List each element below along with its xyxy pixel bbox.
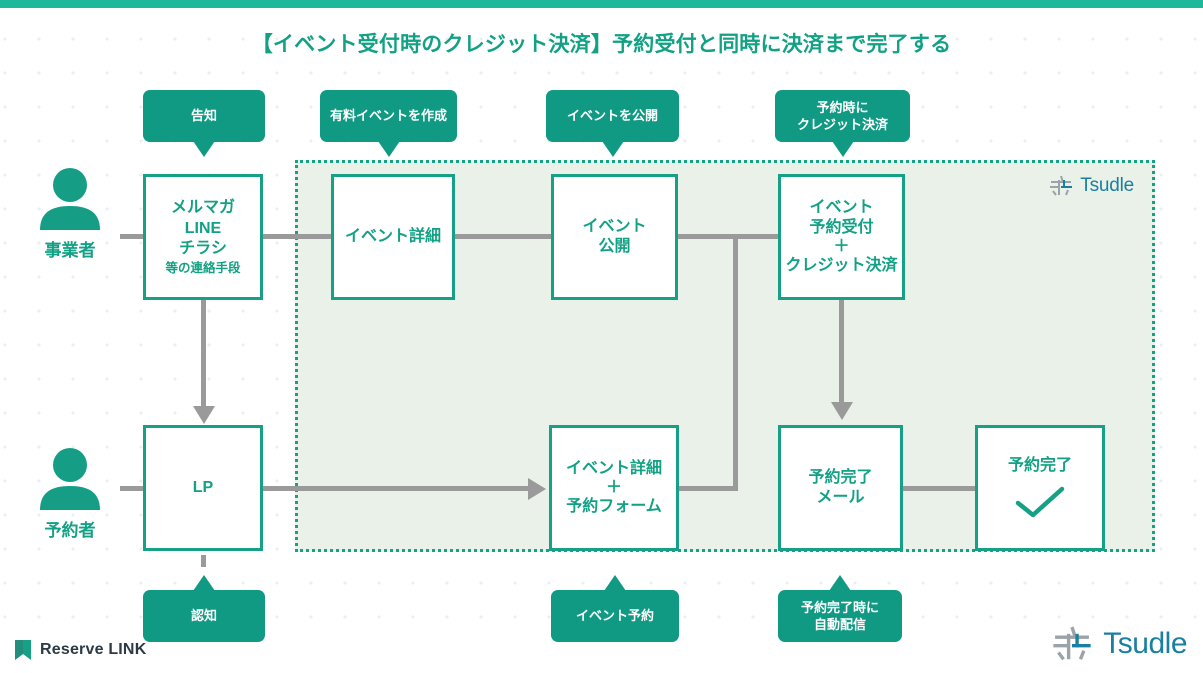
reserve-link-logo: Reserve LINK [14,639,146,661]
arrow-contact-to-lp [193,406,215,424]
tsudle-logo: Tsudle [1050,625,1187,663]
connector-publish-down [733,234,738,486]
callout-credit-at-booking-line-1: 予約時に [816,99,869,115]
node-event-publish-line-2: 公開 [598,238,631,255]
callout-auto-send[interactable]: 予約完了時に 自動配信 [778,590,902,642]
node-contact-line-3: チラシ [179,240,227,258]
connector-lp-stem [201,555,206,567]
reserve-link-label: Reserve LINK [40,641,147,658]
node-event-detail-line-1: イベント詳細 [344,227,441,245]
callout-publish-event-label: イベントを公開 [566,108,658,124]
connector-reserve-to-mail [839,300,844,406]
tsudle-logo-label: Tsudle [1103,627,1187,660]
tsudle-mark-icon [1050,175,1073,196]
node-complete[interactable]: 予約完了 [975,425,1105,551]
node-event-reserve-pay[interactable]: イベント 予約受付 ＋ クレジット決済 [778,174,905,300]
connector-down-to-form [678,486,738,491]
person-icon [40,168,100,230]
node-complete-line-1: 予約完了 [1007,456,1072,474]
callout-notice-label: 告知 [190,108,217,124]
callout-publish-event[interactable]: イベントを公開 [546,90,679,142]
callout-credit-at-booking-line-2: クレジット決済 [796,117,888,132]
callout-credit-at-booking[interactable]: 予約時に クレジット決済 [775,90,910,142]
node-lp[interactable]: LP [143,425,263,551]
callout-awareness[interactable]: 認知 [143,590,265,642]
node-detail-form-line-2: 予約フォーム [566,497,662,515]
node-contact-line-2: LINE [184,219,222,237]
node-reserve-pay-plus: ＋ [833,238,850,256]
connector-detail-to-publish [455,234,551,239]
node-complete-mail-line-1: 予約完了 [808,468,873,486]
connector-contact-to-detail [262,234,332,239]
node-lp-line-1: LP [192,478,214,496]
node-event-publish-line-1: イベント [582,217,647,235]
callout-awareness-label: 認知 [190,608,217,624]
check-icon [1015,486,1065,518]
node-detail-form[interactable]: イベント詳細 ＋ 予約フォーム [549,425,679,551]
scope-tsudle-logo: Tsudle [1048,175,1134,197]
node-reserve-pay-line-1: イベント [809,198,874,216]
scope-logo-label: Tsudle [1080,175,1134,196]
connector-mail-to-complete [902,486,980,491]
connector-actor-customer [120,486,160,491]
actor-business-label: 事業者 [44,241,96,260]
actor-customer-label: 予約者 [44,521,96,540]
tsudle-mark-icon [1053,626,1091,661]
node-contact-line-1: メルマガ [170,199,235,217]
node-event-publish[interactable]: イベント 公開 [551,174,678,300]
page-title: 【イベント受付時のクレジット決済】予約受付と同時に決済まで完了する [251,33,952,56]
connector-lp-to-form [262,486,534,491]
node-reserve-pay-line-2: 予約受付 [809,218,874,236]
connector-contact-to-lp [201,300,206,410]
callout-create-paid-event[interactable]: 有料イベントを作成 [320,90,457,142]
node-complete-mail-line-2: メール [816,489,865,506]
node-contact-sub: 等の連絡手段 [165,260,241,275]
callout-auto-send-line-2: 自動配信 [813,617,866,632]
node-complete-mail[interactable]: 予約完了 メール [778,425,903,551]
callout-create-paid-event-label: 有料イベントを作成 [329,108,447,124]
person-icon [40,448,100,510]
callout-auto-send-line-1: 予約完了時に [800,599,879,615]
top-accent-bar [0,0,1203,8]
connector-publish-to-reserve [678,234,780,239]
callout-notice[interactable]: 告知 [143,90,265,142]
arrow-lp-to-form [528,478,546,500]
node-contact[interactable]: メルマガ LINE チラシ 等の連絡手段 [143,174,263,300]
node-detail-form-line-1: イベント詳細 [565,459,662,477]
actor-business: 事業者 [10,168,130,261]
node-event-detail[interactable]: イベント詳細 [331,174,455,300]
callout-event-booking[interactable]: イベント予約 [551,590,679,642]
reserve-link-icon [15,640,31,660]
connector-actor-business [120,234,160,239]
callout-event-booking-label: イベント予約 [575,608,654,624]
actor-customer: 予約者 [10,448,130,541]
node-reserve-pay-line-3: クレジット決済 [785,257,898,275]
arrow-reserve-to-mail [831,402,853,420]
node-detail-form-plus: ＋ [605,479,622,497]
